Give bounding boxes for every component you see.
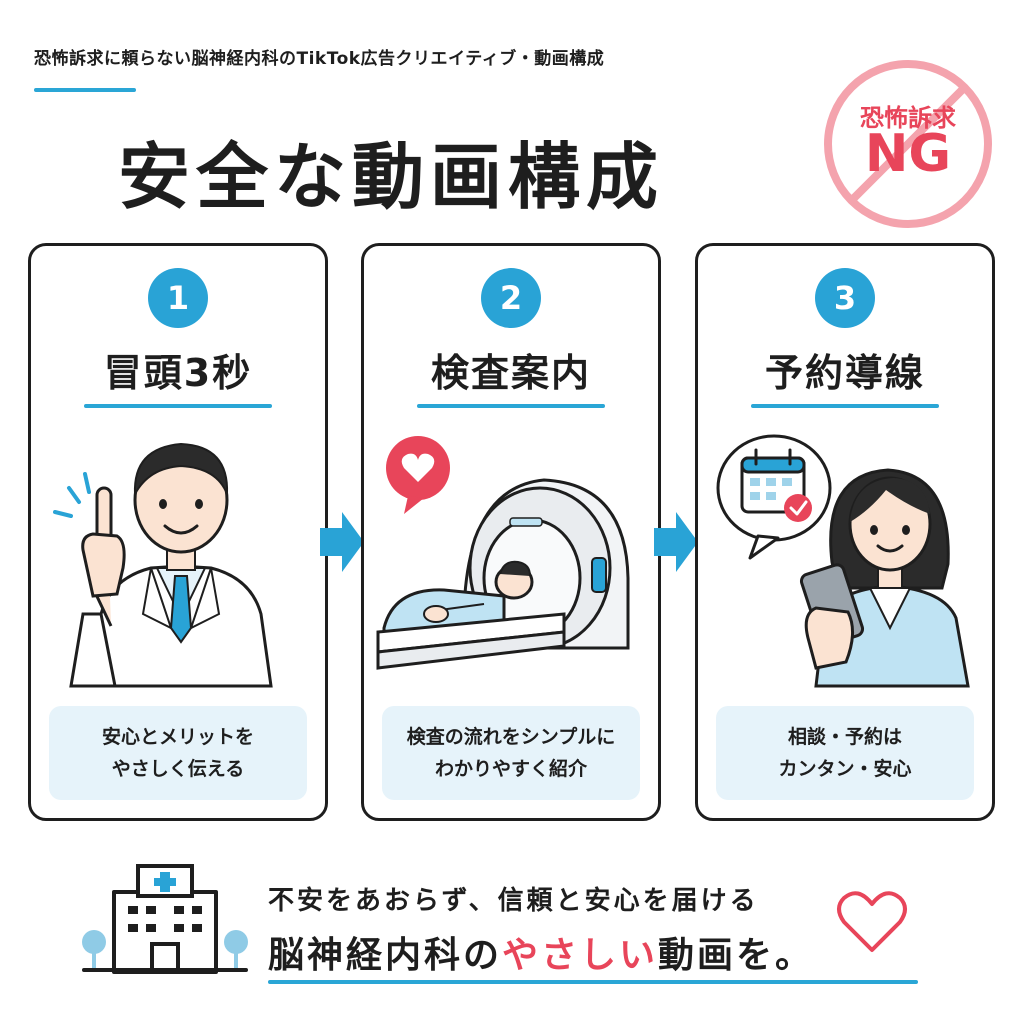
closing-accent-word: やさしい [502, 935, 659, 976]
step-description-line: 安心とメリットを [101, 726, 254, 748]
heart-bubble-icon [386, 436, 450, 514]
step-title-underline [751, 404, 939, 408]
step-number-badge: 1 [148, 268, 208, 328]
step-title-underline [84, 404, 272, 408]
calendar-check-icon [716, 434, 832, 560]
step-number-badge: 2 [481, 268, 541, 328]
ng-badge-text: NG [864, 124, 952, 184]
arrow-right-icon [654, 512, 698, 572]
step-title-underline [417, 404, 605, 408]
step-description-box: 検査の流れをシンプルに わかりやすく紹介 [382, 706, 640, 800]
ng-badge-label: 恐怖訴求 [860, 104, 956, 132]
step-card-2: 2 検査案内 検査の流れをシンプルに わかりやすく紹介 [361, 243, 661, 821]
step-description-line: カンタン・安心 [778, 758, 912, 780]
step-description-box: 相談・予約は カンタン・安心 [716, 706, 974, 800]
doctor-pointing-illustration [53, 442, 273, 688]
step-title: 予約導線 [764, 351, 925, 395]
page-subtitle: 恐怖訴求に頼らない脳神経内科のTikTok広告クリエイティブ・動画構成 [34, 49, 605, 69]
step-card-1: 1 冒頭3秒 安心とメリットを やさしく伝え [28, 243, 328, 821]
step-description-line: わかりやすく紹介 [434, 758, 587, 780]
woman-smartphone-booking-illustration [716, 434, 970, 688]
step-description-line: 検査の流れをシンプルに [406, 726, 616, 748]
closing-message-line2: 脳神経内科のやさしい動画を。 [268, 926, 814, 978]
hospital-icon [82, 864, 248, 974]
step-card-3: 3 予約導線 相談・予約は [695, 243, 995, 821]
closing-prefix: 脳神経内科の [268, 935, 503, 976]
step-title: 冒頭3秒 [103, 351, 253, 395]
closing-message-line1: 不安をあおらず、信頼と安心を届ける [268, 886, 759, 916]
mri-scanner-illustration [376, 436, 630, 670]
step-description-line: 相談・予約は [787, 726, 902, 748]
closing-suffix: 動画を。 [658, 935, 815, 976]
arrow-right-icon [320, 512, 364, 572]
step-description-line: やさしく伝える [111, 758, 245, 780]
closing-underline [268, 980, 918, 984]
step-number-badge: 3 [815, 268, 875, 328]
step-description-box: 安心とメリットを やさしく伝える [49, 706, 307, 800]
prohibited-circle-icon [824, 60, 992, 228]
step-title: 検査案内 [430, 351, 591, 395]
subtitle-underline [34, 88, 136, 92]
heart-icon [837, 891, 907, 952]
page-title: 安全な動画構成 [118, 135, 665, 219]
